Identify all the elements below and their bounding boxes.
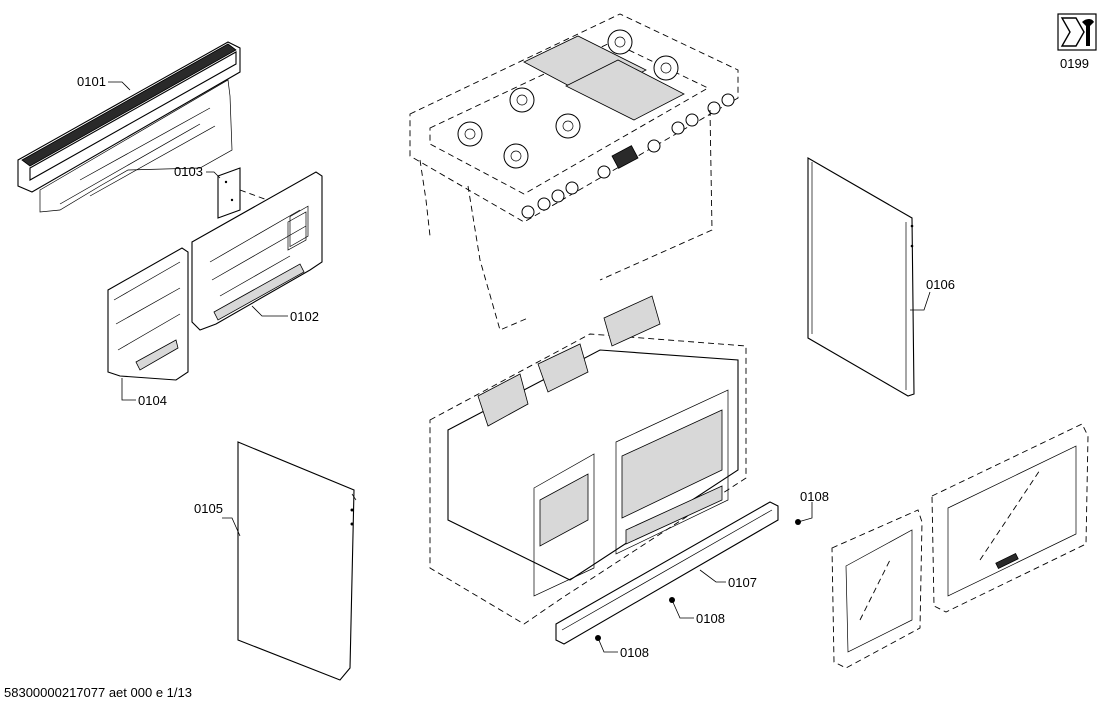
label-0104: 0104: [138, 393, 167, 408]
label-0103: 0103: [174, 164, 203, 179]
cooktop-assembly: [409, 13, 739, 331]
label-0199: 0199: [1060, 56, 1089, 71]
control-knobs: [521, 93, 735, 219]
label-0108-a: 0108: [800, 489, 829, 504]
part-0103-small-plate[interactable]: [217, 167, 241, 219]
label-0105: 0105: [194, 501, 223, 516]
part-0102-rear-panel[interactable]: [191, 171, 323, 331]
label-0106: 0106: [926, 277, 955, 292]
part-0106-right-side-panel[interactable]: [807, 157, 915, 397]
label-0108-b: 0108: [696, 611, 725, 626]
large-oven-door: [931, 423, 1089, 613]
range-body: [429, 295, 747, 625]
label-0102: 0102: [290, 309, 319, 324]
part-0101-backguard[interactable]: [17, 41, 241, 213]
small-oven-door: [831, 509, 923, 669]
label-0107: 0107: [728, 575, 757, 590]
blower-motor-icon: [477, 295, 661, 427]
part-0104-side-rear-panel[interactable]: [107, 247, 189, 381]
document-code: 58300000217077 aet 000 e 1/13: [4, 685, 192, 700]
wrench-service-icon: [1057, 13, 1097, 51]
burner-icon: [457, 29, 679, 169]
part-0107-kick-panel[interactable]: [555, 501, 779, 645]
part-0105-left-side-panel[interactable]: [237, 441, 357, 681]
label-0108-c: 0108: [620, 645, 649, 660]
label-0101: 0101: [77, 74, 106, 89]
